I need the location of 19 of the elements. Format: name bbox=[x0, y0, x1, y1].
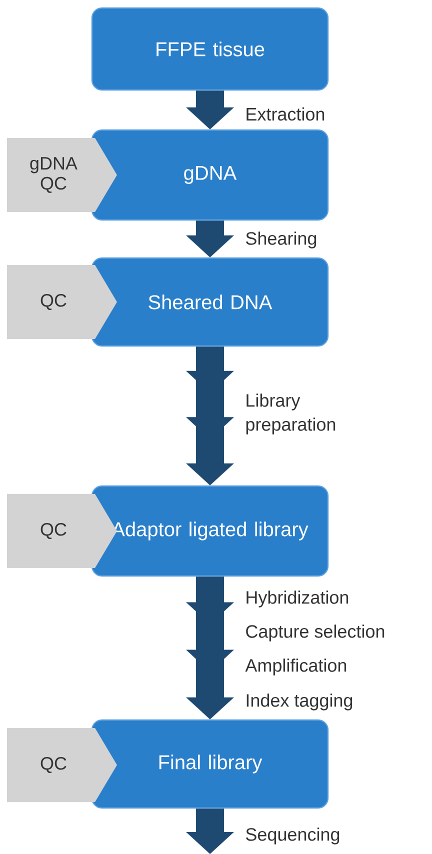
block-arrow bbox=[186, 576, 234, 720]
edge-label: Shearing bbox=[246, 232, 316, 248]
block-arrow bbox=[186, 808, 234, 854]
qc-tag: gDNA QC bbox=[7, 138, 117, 212]
edge-label: Sequencing bbox=[246, 828, 340, 844]
edge-label: Extraction bbox=[246, 107, 324, 121]
process-box: FFPE tissue bbox=[91, 7, 329, 91]
step-label: Capture selection bbox=[246, 624, 384, 642]
block-arrow bbox=[186, 90, 234, 130]
process-box: Sheared DNA bbox=[91, 257, 329, 347]
process-box: Adaptor ligated library bbox=[91, 485, 329, 577]
block-arrow bbox=[186, 346, 234, 486]
qc-tag: QC bbox=[7, 265, 117, 339]
step-label: Index tagging bbox=[246, 694, 352, 710]
block-arrow bbox=[186, 220, 234, 258]
edge-label: Library preparation bbox=[246, 394, 336, 434]
process-box: Final library bbox=[91, 719, 329, 809]
step-label: Amplification bbox=[245, 658, 346, 676]
process-box: gDNA bbox=[91, 129, 329, 221]
